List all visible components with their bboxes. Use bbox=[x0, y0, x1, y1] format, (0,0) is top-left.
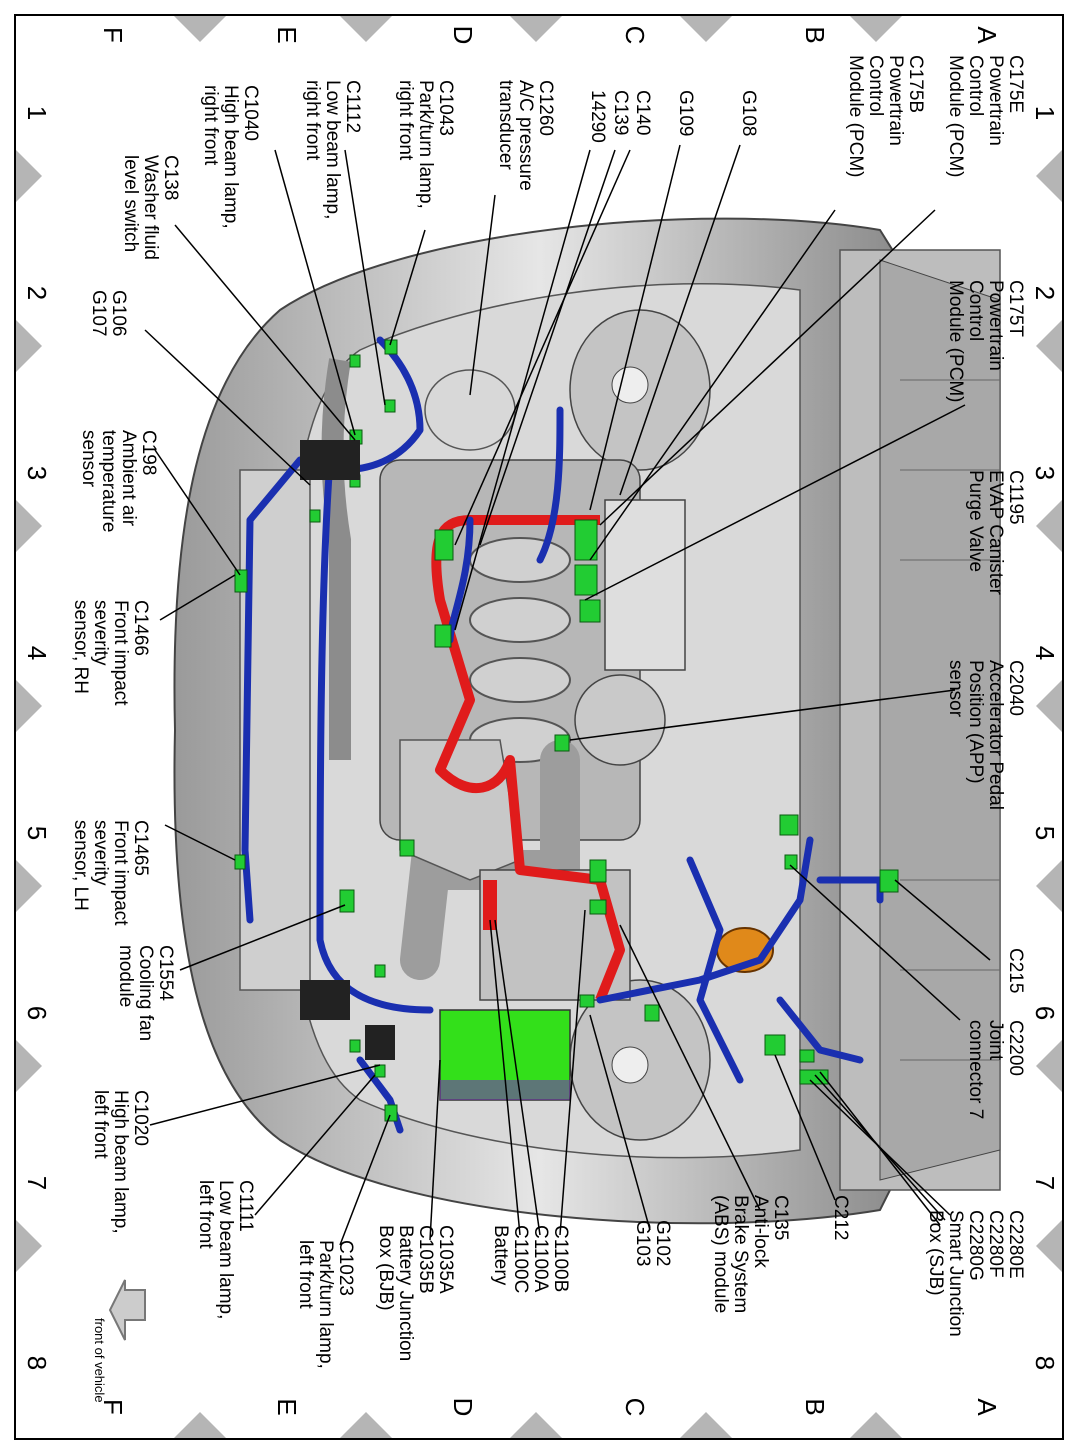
border-marker bbox=[1036, 500, 1062, 552]
border-marker bbox=[16, 500, 42, 552]
callout-c1100b: C1100B bbox=[550, 1225, 571, 1293]
callout-c1111: C1111 Low beam lamp, left front bbox=[195, 1180, 256, 1320]
border-marker bbox=[510, 1412, 562, 1438]
front-of-vehicle-label: front of vehicle bbox=[92, 1318, 107, 1403]
border-marker bbox=[850, 16, 902, 42]
border-marker bbox=[16, 320, 42, 372]
throttle-body bbox=[574, 674, 666, 766]
callout-c1260: C1260 A/C pressure transducer bbox=[495, 80, 556, 191]
pcm-box bbox=[604, 499, 686, 671]
callout-g102: G102 G103 bbox=[632, 1220, 673, 1267]
coolant-reservoir bbox=[424, 369, 516, 451]
callout-c1040: C1040 High beam lamp, right front bbox=[200, 85, 261, 229]
callout-c1195: C1195 EVAP Canister Purge Valve bbox=[965, 470, 1026, 595]
callout-c139: C139 bbox=[610, 90, 631, 136]
callout-c1466: C1466 Front impact severity sensor, RH bbox=[70, 600, 151, 706]
callout-c138: C138 Washer fluid level switch bbox=[120, 155, 181, 260]
callout-c198: C198 Ambient air temperature sensor bbox=[78, 430, 159, 533]
border-marker bbox=[1036, 860, 1062, 912]
border-marker bbox=[16, 680, 42, 732]
border-marker bbox=[16, 1040, 42, 1092]
callout-c2280: C2280E C2280F C2280G Smart Junction Box … bbox=[925, 1210, 1026, 1337]
border-marker bbox=[680, 16, 732, 42]
callout-c1112: C1112 Low beam lamp, right front bbox=[302, 80, 363, 220]
callout-c135: C135 Anti-lock Brake System (ABS) module bbox=[710, 1195, 791, 1314]
callout-c1043: C1043 Park/turn lamp, right front bbox=[395, 80, 456, 209]
callout-c1023: C1023 Park/turn lamp, left front bbox=[295, 1240, 356, 1369]
border-marker bbox=[340, 1412, 392, 1438]
leader-lines bbox=[144, 144, 991, 1246]
callout-c175t: C175T Powertrain Control Module (PCM) bbox=[945, 280, 1026, 403]
callout-c212: C212 bbox=[830, 1195, 851, 1241]
callout-g108: G108 bbox=[738, 90, 759, 137]
callout-c140: C140 bbox=[632, 90, 653, 136]
callout-c1465: C1465 Front impact severity sensor, LH bbox=[70, 820, 151, 926]
border-marker bbox=[680, 1412, 732, 1438]
front-arrow-icon bbox=[108, 1279, 146, 1341]
callout-c2040: C2040 Accelerator Pedal Position (APP) s… bbox=[945, 660, 1026, 810]
border-marker bbox=[850, 1412, 902, 1438]
callout-c1020: C1020 High beam lamp, left front bbox=[90, 1090, 151, 1234]
callout-c175e: C175E Powertrain Control Module (PCM) bbox=[945, 55, 1026, 178]
border-marker bbox=[1036, 150, 1062, 202]
callout-c175b: C175B Powertrain Control Module (PCM) bbox=[845, 55, 926, 178]
border-marker bbox=[1036, 1220, 1062, 1272]
callout-g109: G109 bbox=[675, 90, 696, 137]
callout-g106: G106 G107 bbox=[88, 290, 129, 337]
border-marker bbox=[1036, 680, 1062, 732]
callout-c1035: C1035A C1035B Battery Junction Box (BJB) bbox=[375, 1225, 456, 1362]
border-marker bbox=[174, 1412, 226, 1438]
border-marker bbox=[16, 150, 42, 202]
border-marker bbox=[16, 1220, 42, 1272]
callout-c2200: C2200 Joint connector 7 bbox=[965, 1020, 1026, 1120]
border-marker bbox=[510, 16, 562, 42]
callout-c215: C215 bbox=[1005, 948, 1026, 994]
border-marker bbox=[16, 860, 42, 912]
border-marker bbox=[1036, 1040, 1062, 1092]
border-marker bbox=[340, 16, 392, 42]
border-marker bbox=[174, 16, 226, 42]
border-marker bbox=[1036, 320, 1062, 372]
callout-c1100a: C1100A C1100C Battery bbox=[490, 1225, 551, 1294]
callout-14290: 14290 bbox=[587, 90, 608, 143]
cooling-fan-module bbox=[300, 440, 360, 480]
callout-c1554: C1554 Cooling fan module bbox=[115, 945, 176, 1042]
diagram-frame bbox=[14, 14, 1064, 1440]
